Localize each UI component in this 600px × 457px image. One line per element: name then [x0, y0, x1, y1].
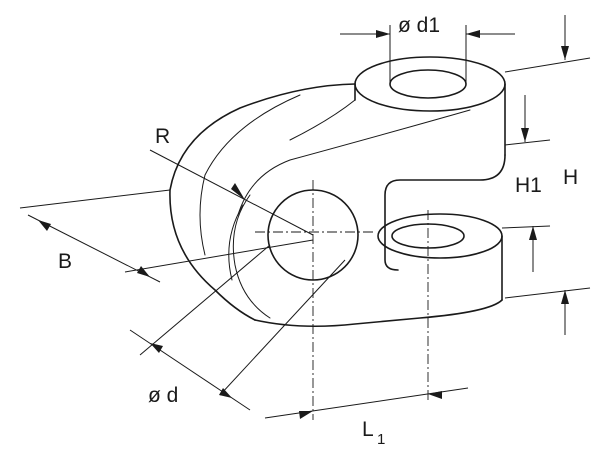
label-d1: ø d1	[398, 14, 440, 37]
fork-slot	[384, 154, 506, 271]
lower-ear-top-face	[377, 213, 503, 259]
rounded-body-outline	[169, 83, 356, 321]
label-h1: H1	[515, 174, 542, 197]
body-fillet-1	[232, 194, 271, 319]
top-ridge-2	[237, 109, 471, 216]
top-ridge	[289, 99, 356, 141]
dim-h	[504, 15, 591, 335]
dim-d	[129, 244, 346, 411]
label-r: R	[155, 125, 170, 148]
upper-ear-top-face	[354, 56, 506, 112]
dim-d1	[340, 25, 515, 84]
label-b: B	[58, 250, 72, 273]
label-l-subscript: 1	[377, 431, 385, 448]
clevis-body	[169, 56, 506, 328]
labels: ø d1 R H1 H B ø d L 1	[58, 14, 578, 448]
dim-r	[149, 149, 314, 236]
center-lines	[255, 180, 429, 420]
bottom-contour	[254, 299, 503, 328]
dim-l1	[264, 387, 469, 419]
body-fillet-2	[228, 204, 244, 281]
dim-h1	[501, 95, 551, 272]
label-l: L	[362, 418, 374, 441]
upper-fillet	[199, 94, 301, 256]
label-d: ø d	[148, 384, 178, 407]
dim-b	[19, 189, 314, 283]
label-h: H	[563, 166, 578, 189]
upper-ear-hole	[389, 69, 467, 99]
